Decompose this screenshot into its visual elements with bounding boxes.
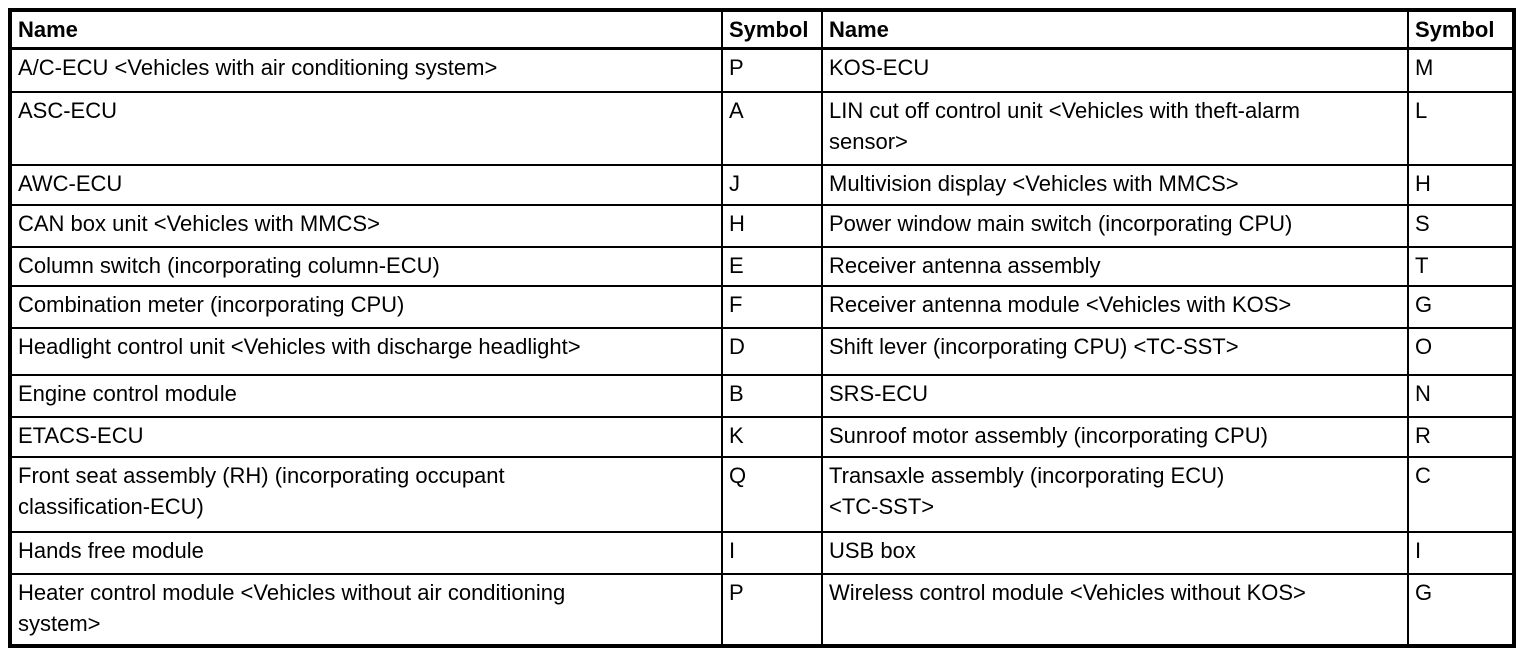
- name-cell-left: Engine control module: [9, 373, 723, 418]
- name-cell-right: Receiver antenna module <Vehicles with K…: [821, 284, 1409, 329]
- symbol-cell-left: A: [721, 90, 823, 166]
- name-cell-right: Power window main switch (incorporating …: [821, 203, 1409, 248]
- table-row: Column switch (incorporating column-ECU)…: [9, 245, 1515, 287]
- table-row: ETACS-ECU K Sunroof motor assembly (inco…: [9, 415, 1515, 458]
- name-cell-right: Multivision display <Vehicles with MMCS>: [821, 163, 1409, 206]
- header-row: Name Symbol Name Symbol: [9, 9, 1515, 50]
- symbol-cell-right: G: [1407, 572, 1515, 647]
- name-cell-right: USB box: [821, 530, 1409, 575]
- symbol-cell-right: L: [1407, 90, 1515, 166]
- column-header-name-left: Name: [9, 9, 723, 50]
- name-cell-right: Shift lever (incorporating CPU) <TC-SST>: [821, 326, 1409, 376]
- name-cell-left: CAN box unit <Vehicles with MMCS>: [9, 203, 723, 248]
- name-cell-left: A/C-ECU <Vehicles with air conditioning …: [9, 47, 723, 93]
- ecu-symbol-table: Name Symbol Name Symbol A/C-ECU <Vehicle…: [8, 8, 1516, 648]
- name-cell-right: LIN cut off control unit <Vehicles with …: [821, 90, 1409, 166]
- name-cell-left: Column switch (incorporating column-ECU): [9, 245, 723, 287]
- symbol-cell-left: P: [721, 47, 823, 93]
- symbol-cell-left: B: [721, 373, 823, 418]
- table-row: Headlight control unit <Vehicles with di…: [9, 326, 1515, 376]
- symbol-cell-right: O: [1407, 326, 1515, 376]
- name-cell-right: Transaxle assembly (incorporating ECU) <…: [821, 455, 1409, 533]
- table-row: AWC-ECU J Multivision display <Vehicles …: [9, 163, 1515, 206]
- name-cell-right: Receiver antenna assembly: [821, 245, 1409, 287]
- symbol-cell-left: J: [721, 163, 823, 206]
- table-row: Front seat assembly (RH) (incorporating …: [9, 455, 1515, 533]
- symbol-cell-right: T: [1407, 245, 1515, 287]
- name-cell-right: Sunroof motor assembly (incorporating CP…: [821, 415, 1409, 458]
- table-row: Combination meter (incorporating CPU) F …: [9, 284, 1515, 329]
- column-header-symbol-left: Symbol: [721, 9, 823, 50]
- table-row: A/C-ECU <Vehicles with air conditioning …: [9, 47, 1515, 93]
- symbol-cell-left: D: [721, 326, 823, 376]
- table-row: ASC-ECU A LIN cut off control unit <Vehi…: [9, 90, 1515, 166]
- symbol-cell-right: S: [1407, 203, 1515, 248]
- column-header-symbol-right: Symbol: [1407, 9, 1515, 50]
- column-header-name-right: Name: [821, 9, 1409, 50]
- name-cell-right: Wireless control module <Vehicles withou…: [821, 572, 1409, 647]
- symbol-cell-left: P: [721, 572, 823, 647]
- symbol-cell-left: I: [721, 530, 823, 575]
- name-cell-left: Hands free module: [9, 530, 723, 575]
- table-row: Engine control module B SRS-ECU N: [9, 373, 1515, 418]
- name-cell-left: Combination meter (incorporating CPU): [9, 284, 723, 329]
- symbol-cell-left: F: [721, 284, 823, 329]
- name-cell-right: SRS-ECU: [821, 373, 1409, 418]
- table-row: Hands free module I USB box I: [9, 530, 1515, 575]
- table-body: A/C-ECU <Vehicles with air conditioning …: [9, 47, 1515, 647]
- name-cell-left: ASC-ECU: [9, 90, 723, 166]
- symbol-cell-right: I: [1407, 530, 1515, 575]
- name-cell-left: Headlight control unit <Vehicles with di…: [9, 326, 723, 376]
- symbol-cell-left: Q: [721, 455, 823, 533]
- symbol-cell-right: H: [1407, 163, 1515, 206]
- name-cell-left: AWC-ECU: [9, 163, 723, 206]
- name-cell-left: ETACS-ECU: [9, 415, 723, 458]
- symbol-cell-left: H: [721, 203, 823, 248]
- symbol-cell-right: R: [1407, 415, 1515, 458]
- name-cell-left: Front seat assembly (RH) (incorporating …: [9, 455, 723, 533]
- name-cell-left: Heater control module <Vehicles without …: [9, 572, 723, 647]
- table-row: Heater control module <Vehicles without …: [9, 572, 1515, 647]
- symbol-cell-right: M: [1407, 47, 1515, 93]
- name-cell-right: KOS-ECU: [821, 47, 1409, 93]
- table-header: Name Symbol Name Symbol: [9, 9, 1515, 50]
- symbol-cell-right: G: [1407, 284, 1515, 329]
- symbol-cell-right: C: [1407, 455, 1515, 533]
- symbol-cell-right: N: [1407, 373, 1515, 418]
- table-row: CAN box unit <Vehicles with MMCS> H Powe…: [9, 203, 1515, 248]
- symbol-cell-left: E: [721, 245, 823, 287]
- symbol-cell-left: K: [721, 415, 823, 458]
